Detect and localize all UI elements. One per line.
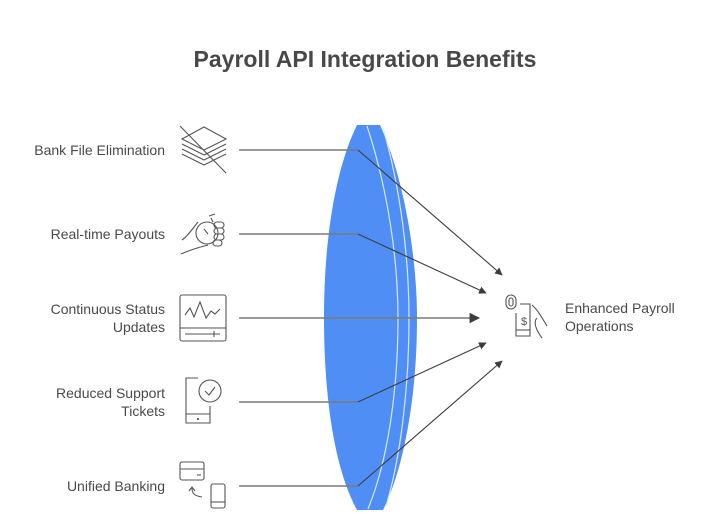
benefit-label-bank-file-elimination: Bank File Elimination (34, 142, 165, 158)
hand-phone-payment-icon: $ (505, 294, 548, 339)
benefit-label-continuous-status-updates: Continuous Status Updates (50, 301, 165, 335)
output-label-enhanced-payroll-operations: Enhanced Payroll Operations (565, 300, 675, 334)
benefit-label-reduced-support-tickets: Reduced Support Tickets (56, 385, 165, 419)
phone-checkmark-icon (185, 377, 222, 424)
benefit-label-unified-banking: Unified Banking (66, 478, 165, 494)
svg-text:$: $ (521, 316, 527, 328)
card-phone-transfer-icon (179, 461, 226, 509)
hand-stopwatch-icon (180, 213, 225, 255)
stacked-papers-crossed-icon (179, 125, 228, 174)
connector-lines (239, 149, 358, 487)
page-title: Payroll API Integration Benefits (193, 46, 537, 72)
benefit-label-real-time-payouts: Real-time Payouts (50, 226, 165, 242)
arrow-lines (239, 149, 503, 487)
monitor-pulse-icon (179, 294, 227, 342)
